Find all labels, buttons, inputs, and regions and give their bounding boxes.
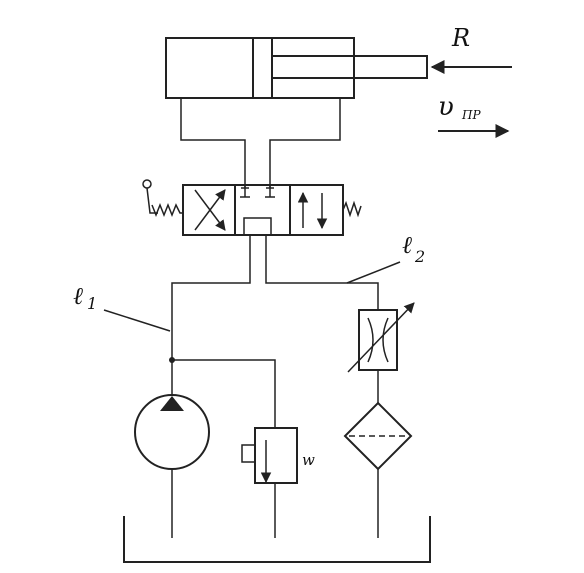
valve-manual-lever-icon bbox=[142, 179, 183, 218]
spring-valve-label: w bbox=[302, 451, 315, 469]
velocity-label: υ bbox=[438, 92, 454, 122]
line2-subscript: 2 bbox=[414, 247, 425, 266]
velocity-subscript: ПР bbox=[461, 108, 481, 122]
valve-ports-lines bbox=[171, 235, 379, 360]
directional-control-valve bbox=[182, 184, 344, 236]
pressure-relief-valve: w bbox=[241, 427, 315, 538]
line1-subscript: 1 bbox=[87, 294, 97, 313]
hydraulic-cylinder bbox=[165, 37, 428, 99]
line-label-l2: ℓ 2 bbox=[346, 231, 425, 284]
hydraulic-pump bbox=[134, 394, 210, 538]
reservoir-tank bbox=[123, 516, 431, 563]
pressure-line-junction bbox=[169, 357, 276, 428]
adjustable-throttle-valve bbox=[347, 302, 415, 403]
load-label: R bbox=[451, 24, 470, 52]
velocity-arrow: υ ПР bbox=[438, 92, 510, 138]
cylinder-supply-lines bbox=[180, 98, 341, 189]
filter bbox=[343, 401, 413, 538]
line2-label: ℓ bbox=[402, 231, 412, 259]
line-label-l1: ℓ 1 bbox=[73, 282, 171, 332]
load-force-arrow: R bbox=[430, 24, 512, 74]
valve-return-spring-icon bbox=[342, 200, 362, 218]
line1-label: ℓ bbox=[73, 282, 83, 310]
